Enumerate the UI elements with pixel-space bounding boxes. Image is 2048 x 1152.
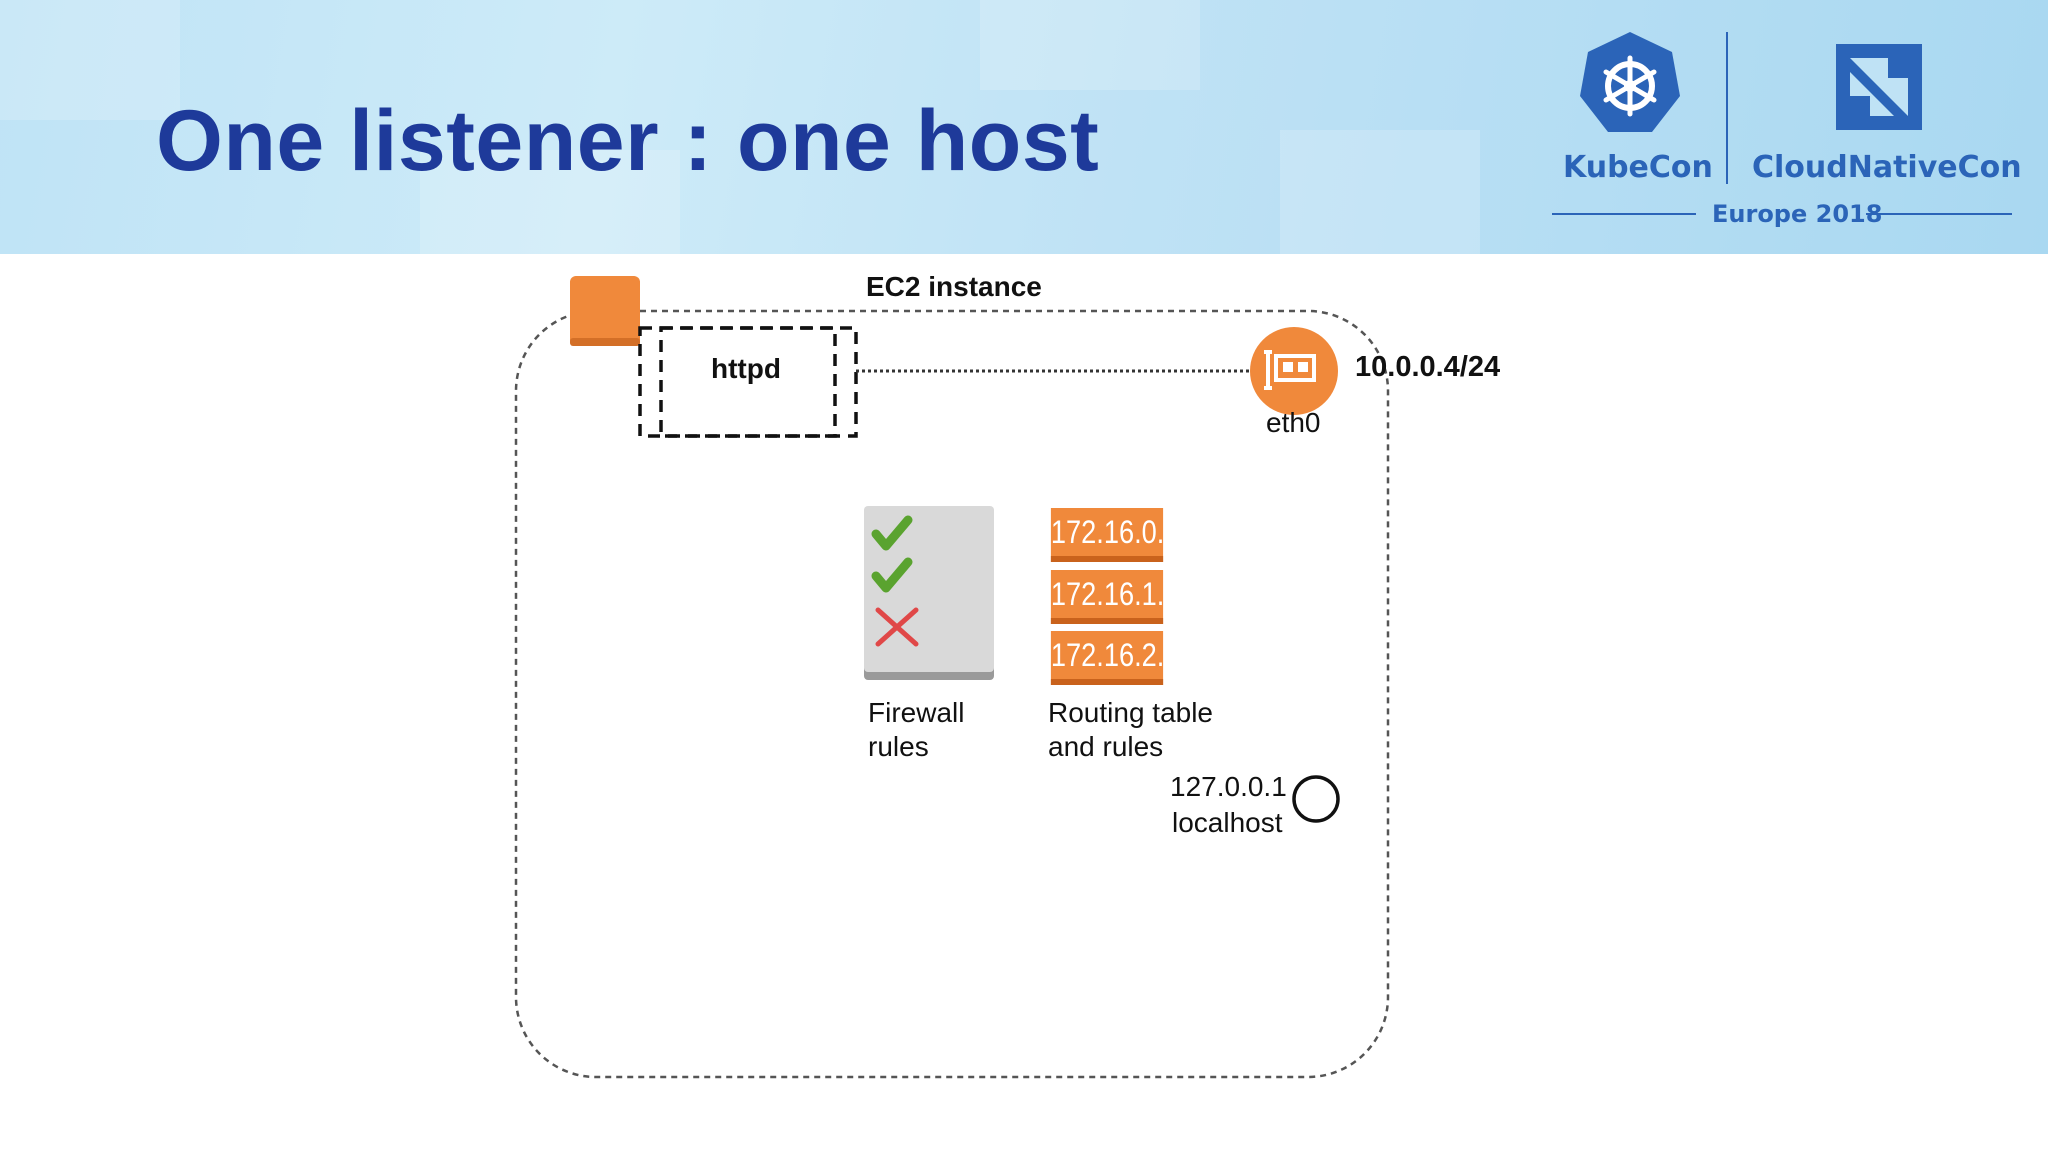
localhost-address: 127.0.0.1 <box>1170 771 1287 802</box>
banner-texture <box>420 150 680 254</box>
httpd-label: httpd <box>711 353 781 384</box>
localhost-name: localhost <box>1172 807 1283 838</box>
ec2-instance-icon <box>570 276 640 346</box>
network-diagram: EC2 instance httpd 10.0.0.4/24 eth0 172.… <box>0 254 2048 1152</box>
event-rule-right <box>1866 213 2012 215</box>
cncf-logo-icon <box>1836 44 1922 130</box>
brand-divider <box>1726 32 1728 184</box>
routing-caption-line2: and rules <box>1048 731 1164 762</box>
eth0-interface-icon <box>1250 327 1338 415</box>
event-rule-left <box>1552 213 1696 215</box>
route-entry: 172.16.1.0 <box>1050 570 1179 624</box>
diagram-canvas <box>514 276 1390 1079</box>
kubernetes-helm-icon <box>1580 32 1680 132</box>
page-title: One listener : one host <box>156 93 1100 189</box>
banner-texture <box>980 0 1200 90</box>
firewall-caption-line2: rules <box>868 731 929 762</box>
nic-card-icon <box>1264 350 1316 390</box>
banner-texture <box>1280 130 1480 254</box>
banner-texture <box>0 0 180 120</box>
ec2-instance-boundary <box>514 309 1390 1079</box>
check-icon <box>871 557 913 593</box>
check-icon <box>871 515 913 551</box>
kubecon-label: KubeCon <box>1563 150 1713 185</box>
localhost-loopback-icon <box>1292 775 1340 823</box>
interface-name: eth0 <box>1266 407 1321 438</box>
route-entry: 172.16.0.0 <box>1050 508 1179 562</box>
route-entry: 172.16.2.0 <box>1050 631 1179 685</box>
ec2-instance-label: EC2 instance <box>866 271 1042 302</box>
header-banner: One listener : one host KubeCon CloudNat… <box>0 0 2048 254</box>
cloudnativecon-label: CloudNativeCon <box>1752 150 2022 185</box>
event-label: Europe 2018 <box>1712 200 1883 228</box>
cross-icon <box>875 607 919 647</box>
routing-caption-line1: Routing table <box>1048 697 1214 728</box>
firewall-caption-line1: Firewall <box>868 697 965 728</box>
interface-address: 10.0.0.4/24 <box>1355 351 1501 383</box>
